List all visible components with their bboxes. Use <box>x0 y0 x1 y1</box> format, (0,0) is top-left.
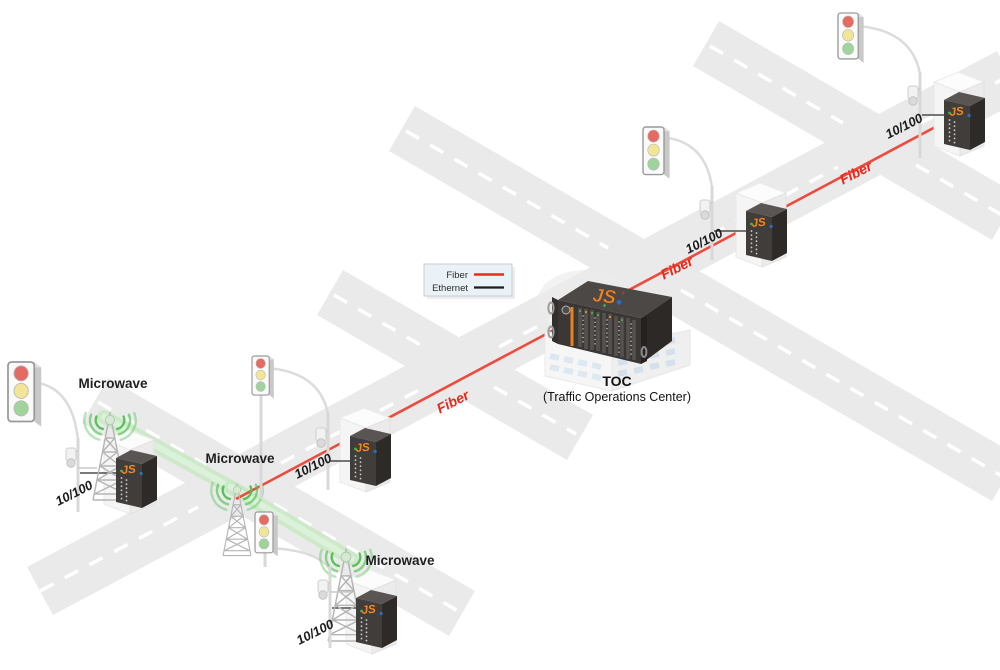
label-microwave-left: Microwave <box>78 376 148 391</box>
microwave-beam <box>228 484 355 562</box>
logo-red-dot <box>622 291 625 294</box>
toc-site: JS <box>537 270 691 392</box>
js-cabinet <box>943 91 986 151</box>
traffic-light-icon <box>254 511 279 558</box>
label-speed-left: 10/100 <box>53 477 96 509</box>
rack-leds <box>578 309 624 322</box>
js-cabinet <box>115 449 158 509</box>
cctv-camera-icon <box>317 579 331 601</box>
road-network <box>27 21 1000 636</box>
traffic-light-icon <box>7 361 43 428</box>
logo-blue-dot <box>616 299 622 305</box>
js-cabinet <box>745 202 788 262</box>
road-cross-toc <box>389 106 1000 501</box>
cabinet-logo: JS <box>949 106 965 119</box>
js-cabinet <box>349 427 392 487</box>
toc-rack-logo: JS <box>591 285 625 309</box>
legend: Fiber Ethernet <box>423 263 515 299</box>
cctv-camera-icon <box>65 447 79 469</box>
rack-modules <box>578 308 636 360</box>
toc-subtitle: (Traffic Operations Center) <box>543 390 691 404</box>
rack-logo-text: JS <box>591 285 617 309</box>
cabinet-logo: JS <box>361 604 377 617</box>
js-cabinet <box>355 589 398 649</box>
logo-green-dot <box>603 304 606 307</box>
toc-title: TOC <box>602 373 631 389</box>
cabinet-logos: JS JS JS JS JS <box>121 106 971 617</box>
legend-ethernet-label: Ethernet <box>432 283 468 294</box>
cabinet-logo: JS <box>355 442 371 455</box>
cabinet-logo: JS <box>751 217 767 230</box>
road-cross-east <box>693 21 1000 240</box>
legend-fiber-label: Fiber <box>446 270 468 281</box>
traffic-light-icon <box>251 355 275 400</box>
label-microwave-center: Microwave <box>205 451 275 466</box>
rack-port-dots <box>582 315 632 357</box>
label-microwave-bottom: Microwave <box>365 553 435 568</box>
toc-rack: JS <box>547 281 672 364</box>
traffic-light-icon <box>642 126 671 180</box>
traffic-light-icon <box>837 12 865 64</box>
road-cross-center <box>317 270 593 460</box>
cabinet-logo: JS <box>121 464 137 477</box>
